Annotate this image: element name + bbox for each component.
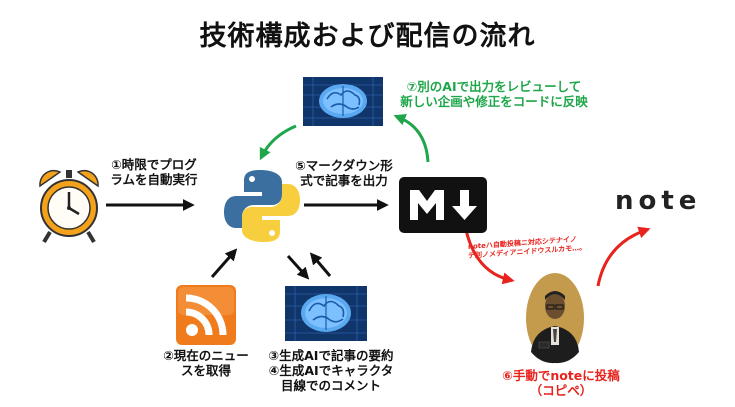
step5-label: ⑤マークダウン形 式で記事を出力 bbox=[293, 158, 395, 188]
step2-label: ②現在のニュー スを取得 bbox=[146, 348, 266, 378]
step3-line1: ③生成AIで記事の要約 bbox=[268, 348, 394, 363]
rss-feed-icon bbox=[176, 285, 236, 345]
step1-label: ①時限でプログ ラムを自動実行 bbox=[108, 157, 200, 187]
arrow-brain-to-python bbox=[309, 252, 332, 277]
step7-line1: ⑦別のAIで出力をレビューして bbox=[406, 79, 582, 94]
step3-4-label: ③生成AIで記事の要約 ④生成AIでキャラクタ 目線でのコメント bbox=[256, 348, 406, 393]
python-logo-icon bbox=[224, 170, 300, 242]
alarm-clock-icon bbox=[39, 169, 99, 244]
arrow-review-ai-to-python bbox=[259, 124, 297, 161]
generative-ai-brain-icon bbox=[285, 286, 367, 341]
arrow-markdown-to-person bbox=[464, 229, 515, 285]
page-title: 技術構成および配信の流れ bbox=[199, 21, 536, 52]
step5-line2: 式で記事を出力 bbox=[300, 173, 388, 188]
step6-line1: ⑥手動でnoteに投稿 bbox=[502, 368, 620, 383]
step5-line1: ⑤マークダウン形 bbox=[295, 158, 393, 173]
arrow-rss-to-python bbox=[210, 248, 238, 278]
review-ai-brain-icon bbox=[303, 77, 383, 126]
note-logo: note bbox=[615, 186, 702, 216]
arrow-markdown-to-review-ai bbox=[393, 114, 430, 163]
step6-label: ⑥手動でnoteに投稿 （コピペ） bbox=[486, 368, 636, 398]
step1-line1: ①時限でプログ bbox=[111, 157, 197, 172]
step7-label: ⑦別のAIで出力をレビューして 新しい企画や修正をコードに反映 bbox=[378, 79, 610, 109]
arrow-person-to-note bbox=[596, 226, 651, 287]
step1-line2: ラムを自動実行 bbox=[110, 172, 198, 187]
arrow-python-to-brain bbox=[286, 254, 310, 280]
step4-line2: 目線でのコメント bbox=[280, 378, 381, 393]
step2-line1: ②現在のニュー bbox=[163, 348, 249, 363]
step6-line2: （コピペ） bbox=[529, 383, 593, 398]
step2-line2: スを取得 bbox=[180, 363, 231, 378]
step4-line1: ④生成AIでキャラクタ bbox=[268, 363, 394, 378]
markdown-icon bbox=[399, 177, 487, 233]
step7-line2: 新しい企画や修正をコードに反映 bbox=[400, 94, 588, 109]
person-portrait-icon bbox=[526, 273, 584, 364]
